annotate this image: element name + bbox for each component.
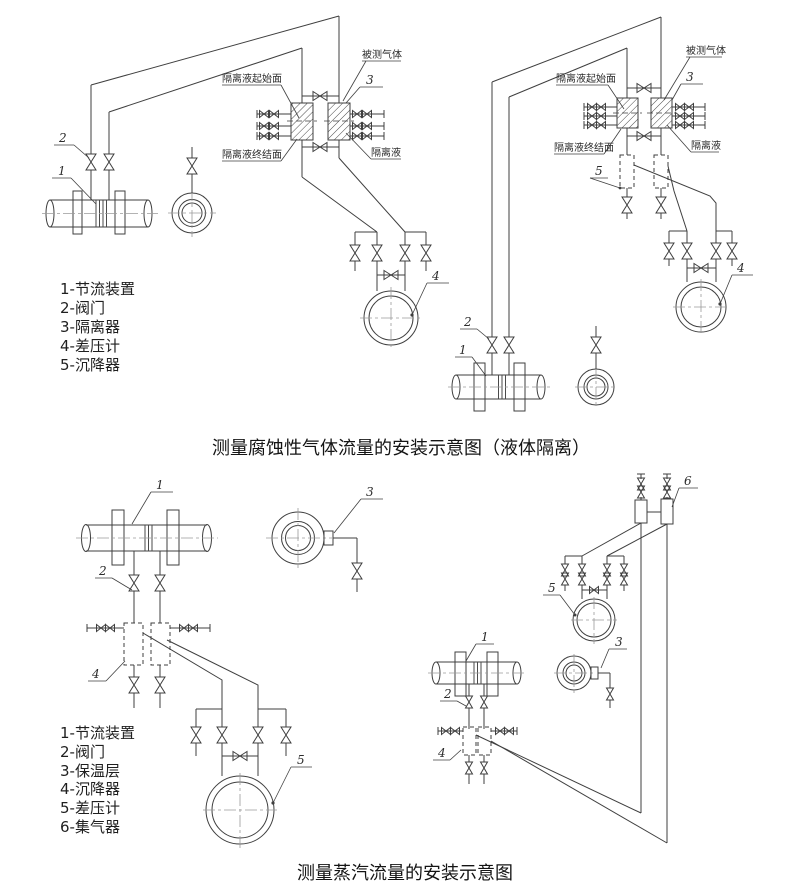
- callout-number-3: 3: [366, 73, 374, 87]
- callout-number-3: 3: [686, 70, 694, 84]
- differential-pressure-gauge: [360, 287, 422, 350]
- settler-vessels: [437, 726, 668, 844]
- callout-number-3: 3: [366, 485, 374, 499]
- pipe-orifice-assembly: [428, 651, 525, 697]
- pipe-end-view: [168, 147, 216, 237]
- callout-number-4: 4: [736, 261, 745, 275]
- callout-number-5: 5: [548, 581, 556, 595]
- settler-vessels: [86, 622, 259, 709]
- diagram-steam-variant-2: 1 2 3 4 5 6: [428, 473, 698, 844]
- legend-item: 4-差压计: [60, 337, 120, 355]
- legend-item: 2-阀门: [60, 743, 105, 761]
- callout-leaders: [52, 60, 449, 317]
- callout-number-1: 1: [481, 630, 489, 644]
- label-isolation-liquid-end: 隔离液终结面: [554, 141, 614, 154]
- impulse-lines: [465, 684, 488, 729]
- legend-item: 3-保温层: [60, 762, 120, 780]
- callout-number-3: 3: [615, 635, 623, 649]
- legend-item: 1-节流装置: [60, 280, 135, 298]
- callout-number-2: 2: [443, 687, 452, 701]
- caption-corrosive-gas-figure: 测量腐蚀性气体流量的安装示意图（液体隔离）: [212, 438, 590, 459]
- diagram-corrosive-gas-variant-1: 隔离液起始面 被测气体 隔离液终结面 隔离液 2 1 3 4: [42, 15, 449, 350]
- gauge-manifold: [561, 555, 628, 599]
- impulse-lines: [85, 15, 340, 200]
- pipe-end-view: [266, 508, 363, 592]
- callout-number-1: 1: [58, 164, 66, 178]
- legend-item: 2-阀门: [60, 299, 105, 317]
- label-isolation-liquid: 隔离液: [691, 139, 721, 152]
- settler-vessels: [619, 154, 717, 232]
- pipe-orifice-assembly: [448, 362, 551, 412]
- differential-pressure-gauge: [673, 279, 729, 336]
- pipe-end-view: [554, 654, 614, 708]
- callout-number-5: 5: [297, 753, 305, 767]
- callout-number-5: 5: [595, 164, 603, 178]
- callout-leaders: [88, 491, 383, 805]
- differential-pressure-gauge: [571, 597, 617, 644]
- gauge-manifold: [349, 231, 432, 291]
- isolator-box: [327, 102, 351, 141]
- caption-steam-figure: 测量蒸汽流量的安装示意图: [297, 863, 513, 884]
- legend-item: 1-节流装置: [60, 724, 135, 742]
- isolator-vessels: [583, 83, 706, 155]
- legend-item: 5-差压计: [60, 799, 120, 817]
- legend-item: 3-隔离器: [60, 318, 120, 336]
- callout-number-6: 6: [684, 474, 692, 488]
- legend-item: 5-沉降器: [60, 356, 120, 374]
- callout-leaders: [433, 487, 698, 761]
- callout-number-4: 4: [431, 269, 440, 283]
- diagram-steam-variant-1: 1 2 3 4 5: [76, 478, 383, 848]
- gas-collectors: [581, 473, 674, 843]
- label-measured-gas: 被测气体: [686, 44, 726, 57]
- callout-leaders: [455, 56, 753, 377]
- differential-pressure-gauge: [203, 773, 277, 848]
- pipe-orifice-assembly: [42, 190, 158, 235]
- settler-box: [619, 154, 635, 189]
- callout-number-1: 1: [156, 478, 164, 492]
- pipe-end-view: [575, 326, 617, 408]
- gauge-manifold: [663, 230, 738, 282]
- settler-box: [653, 154, 669, 189]
- callout-number-4: 4: [91, 667, 100, 681]
- label-isolation-liquid: 隔离液: [371, 146, 401, 159]
- label-isolation-liquid-end: 隔离液终结面: [222, 148, 282, 161]
- pipe-orifice-assembly: [76, 509, 218, 566]
- isolator-vessels: [256, 91, 406, 233]
- callout-number-2: 2: [98, 564, 107, 578]
- callout-number-2: 2: [463, 315, 472, 329]
- legend-item: 4-沉降器: [60, 780, 120, 798]
- impulse-lines: [486, 16, 662, 375]
- callout-number-2: 2: [58, 131, 67, 145]
- legend-bottom: 1-节流装置 2-阀门 3-保温层 4-沉降器 5-差压计 6-集气器: [60, 724, 135, 836]
- impulse-lines: [128, 551, 166, 623]
- callout-number-4: 4: [437, 746, 446, 760]
- callout-number-1: 1: [459, 343, 467, 357]
- legend-top: 1-节流装置 2-阀门 3-隔离器 4-差压计 5-沉降器: [60, 280, 135, 374]
- gauge-manifold: [190, 708, 292, 776]
- diagram-corrosive-gas-variant-2: 隔离液起始面 被测气体 隔离液终结面 隔离液 3 5 2 1 4: [448, 16, 753, 412]
- label-measured-gas: 被测气体: [362, 48, 402, 61]
- label-isolation-liquid-start: 隔离液起始面: [222, 72, 282, 85]
- legend-item: 6-集气器: [60, 818, 120, 836]
- label-isolation-liquid-start: 隔离液起始面: [556, 72, 616, 85]
